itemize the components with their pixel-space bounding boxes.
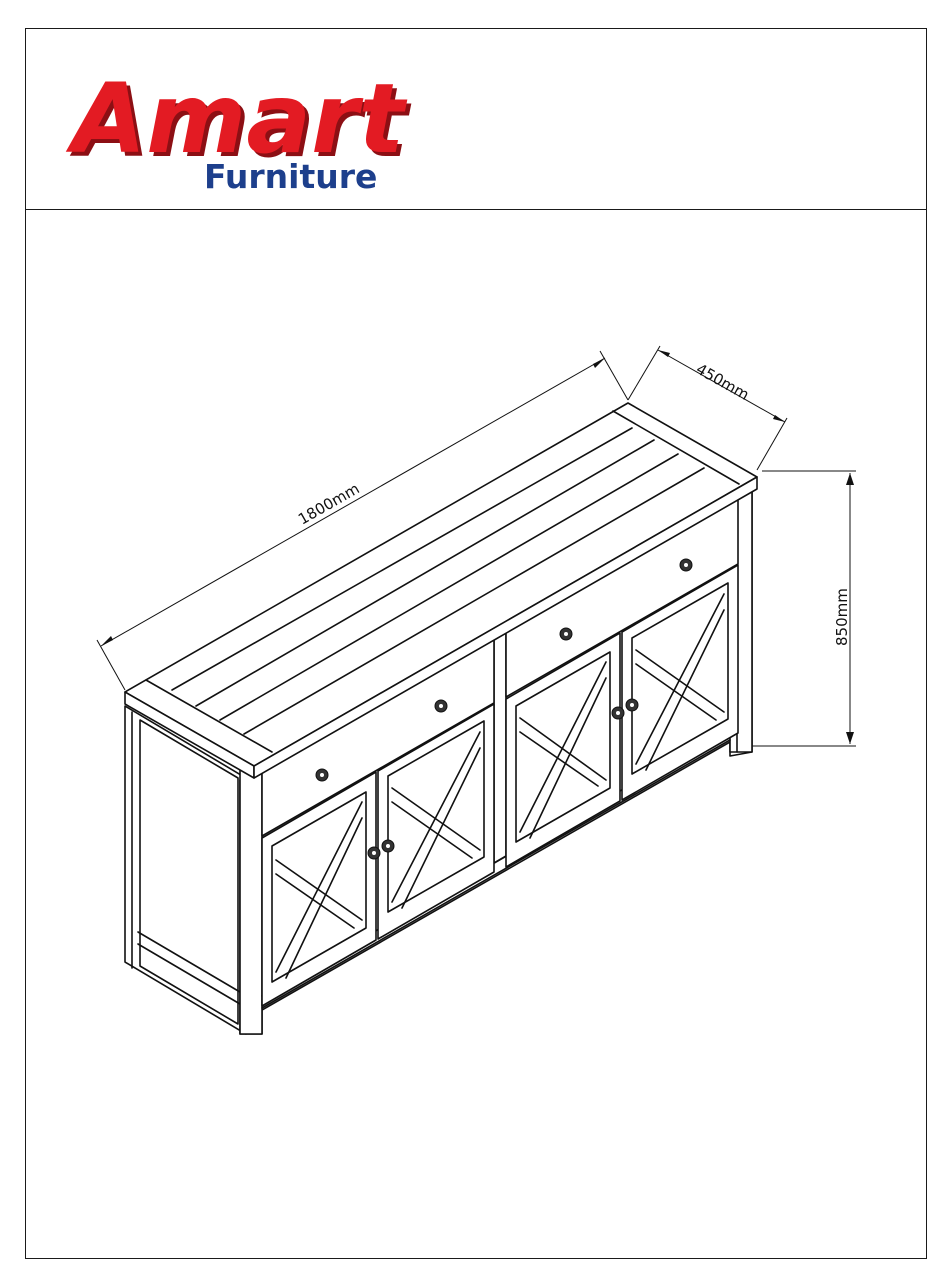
knob-drawer-right-2: [680, 559, 692, 571]
knob-drawer-left-1: [316, 769, 328, 781]
sideboard: [125, 403, 757, 1034]
dimension-height: 850mm: [752, 471, 856, 746]
center-divider: [494, 633, 506, 863]
height-label: 850mm: [833, 588, 851, 646]
front-left-leg: [240, 758, 262, 1034]
depth-label: 450mm: [693, 360, 752, 404]
knob-drawer-left-2: [435, 700, 447, 712]
length-label: 1800mm: [295, 479, 362, 528]
knob-drawer-right-1: [560, 628, 572, 640]
